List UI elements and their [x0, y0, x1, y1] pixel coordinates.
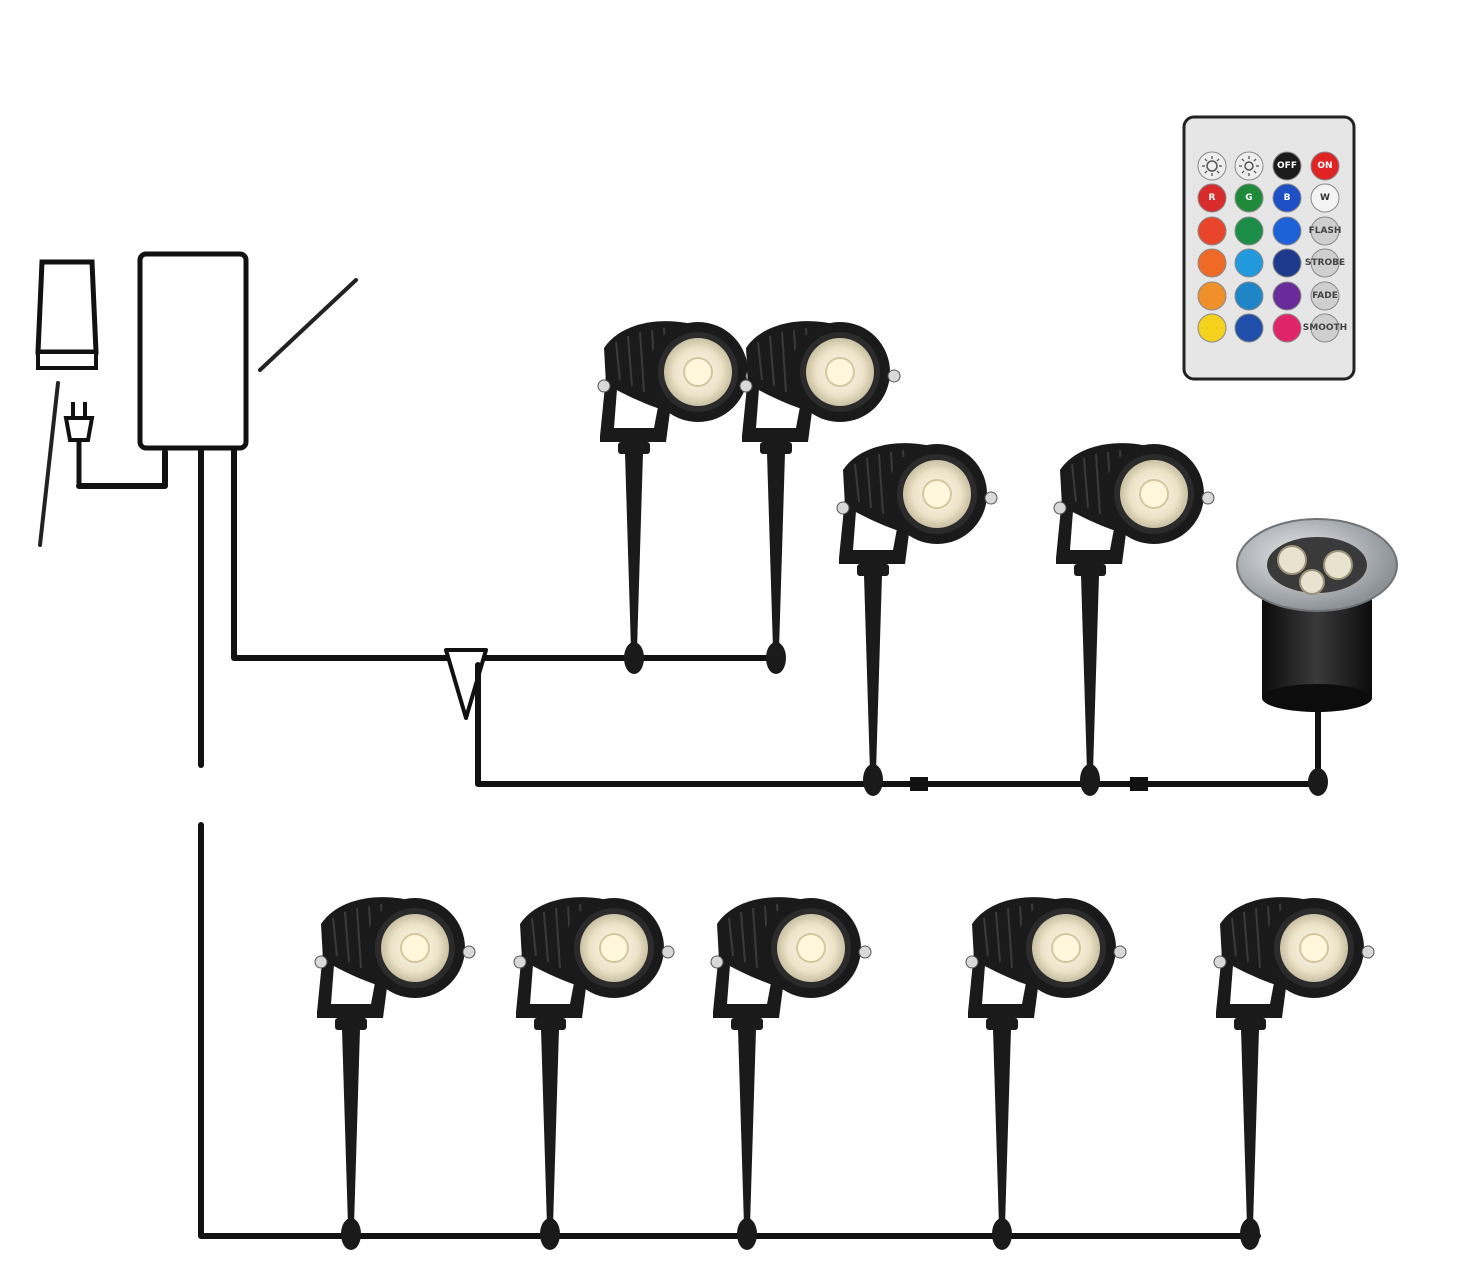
remote-button-label: FADE	[1312, 291, 1338, 301]
garden-spotlight-icon	[965, 896, 1127, 1251]
garden-spotlight-icon	[1213, 896, 1375, 1251]
remote-button-label: SMOOTH	[1303, 323, 1347, 333]
remote-button	[1272, 216, 1302, 246]
brightness-down-icon-ray	[1241, 170, 1245, 174]
rgb-remote-icon: OFF ON R G B W FLASH STROBE FADE SMOOTH	[1182, 115, 1356, 381]
remote-button	[1310, 248, 1340, 278]
remote-button	[1310, 313, 1340, 343]
brightness-up-icon-ray	[1216, 170, 1220, 174]
remote-button-label: STROBE	[1305, 258, 1345, 268]
brightness-up-icon-ray	[1204, 158, 1208, 162]
brightness-up-icon	[1206, 160, 1218, 172]
remote-button	[1272, 313, 1302, 343]
garden-spotlight-icon	[597, 320, 759, 675]
remote-button-label: B	[1284, 193, 1291, 203]
remote-button	[1310, 183, 1340, 213]
garden-spotlight-icon	[314, 896, 476, 1251]
remote-button-label: FLASH	[1309, 226, 1342, 236]
remote-button	[1310, 281, 1340, 311]
power-plug-icon	[63, 402, 95, 486]
remote-button	[1234, 216, 1264, 246]
remote-button	[1197, 313, 1227, 343]
remote-button	[1197, 281, 1227, 311]
remote-button	[1234, 248, 1264, 278]
remote-button-label: G	[1245, 193, 1252, 203]
brightness-up-icon-ray	[1204, 170, 1208, 174]
brightness-up-icon-ray	[1216, 158, 1220, 162]
brightness-down-icon-ray	[1241, 158, 1245, 162]
garden-spotlight-icon	[1053, 442, 1215, 797]
remote-button-label: W	[1320, 193, 1330, 203]
controller-box-icon	[137, 251, 358, 451]
garden-spotlight-icon	[513, 896, 675, 1251]
remote-button	[1272, 151, 1302, 181]
inground-light-icon	[1236, 518, 1398, 796]
remote-button	[1272, 183, 1302, 213]
garden-spotlight-icon	[836, 442, 998, 797]
remote-button	[1234, 313, 1264, 343]
brightness-down-icon-ray	[1253, 158, 1257, 162]
remote-button	[1310, 216, 1340, 246]
remote-button-label: R	[1209, 193, 1216, 203]
remote-button	[1272, 248, 1302, 278]
remote-button-grid: OFF ON R G B W FLASH STROBE FADE SMOOTH	[1197, 151, 1347, 343]
wiring	[76, 447, 1321, 1239]
power-adapter-icon	[35, 259, 99, 547]
remote-button	[1234, 183, 1264, 213]
garden-spotlight-icon	[710, 896, 872, 1251]
remote-button	[1197, 216, 1227, 246]
brightness-down-icon	[1244, 161, 1254, 171]
remote-button	[1197, 183, 1227, 213]
remote-button	[1310, 151, 1340, 181]
brightness-down-icon-ray	[1253, 170, 1257, 174]
remote-button	[1197, 248, 1227, 278]
remote-button	[1234, 281, 1264, 311]
remote-button-label: OFF	[1277, 161, 1297, 171]
remote-button	[1272, 281, 1302, 311]
remote-button-label: ON	[1317, 161, 1332, 171]
